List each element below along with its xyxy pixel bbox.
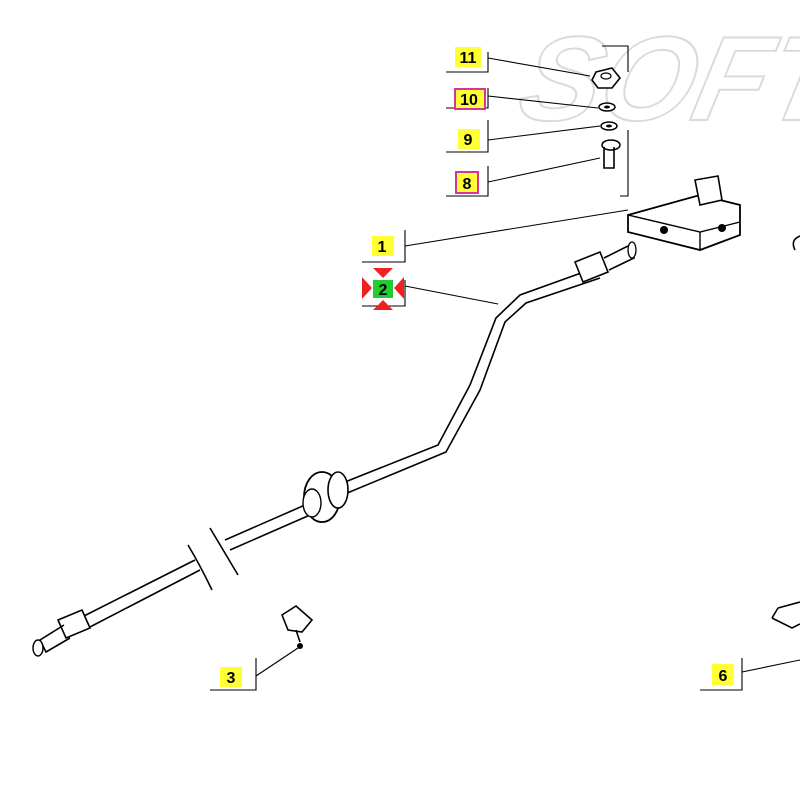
nut-icon[interactable] xyxy=(591,67,622,89)
callout-1-label: 1 xyxy=(378,239,387,256)
watermark-text: SOFT WARE xyxy=(509,11,800,145)
watermark: SOFT WARE xyxy=(508,10,800,146)
callout-11[interactable]: 11 xyxy=(455,47,481,67)
callout-2[interactable]: 2 xyxy=(362,268,404,310)
callout-10-highlight xyxy=(454,88,486,110)
screw-icon[interactable] xyxy=(601,139,621,169)
callout-6[interactable]: 6 xyxy=(712,664,734,685)
rod-lower-end[interactable] xyxy=(32,608,92,657)
callout-10-label: 10 xyxy=(460,92,478,109)
callout-1[interactable]: 1 xyxy=(372,236,394,256)
callout-8-highlight xyxy=(455,171,479,194)
callout-8[interactable]: 8 xyxy=(455,171,479,194)
callout-11-highlight xyxy=(455,47,481,67)
callout-9[interactable]: 9 xyxy=(458,129,480,149)
callout-11-label: 11 xyxy=(460,50,477,67)
washer-icon[interactable] xyxy=(600,121,618,131)
callout-3[interactable]: 3 xyxy=(220,667,242,687)
selection-arrows-icon xyxy=(362,268,404,310)
rod-grommet[interactable] xyxy=(302,471,349,523)
callout-6-highlight xyxy=(712,664,734,685)
callout-8-label: 8 xyxy=(463,176,472,193)
clip-icon[interactable] xyxy=(281,605,314,649)
callout-2-highlight xyxy=(373,280,393,298)
callout-2-label: 2 xyxy=(379,282,388,299)
lock-washer-icon[interactable] xyxy=(598,102,616,112)
rod-upper-fitting[interactable] xyxy=(573,241,637,284)
leaders xyxy=(210,45,800,691)
callout-3-label: 3 xyxy=(227,670,236,687)
mounting-block[interactable] xyxy=(627,175,741,251)
callout-6-label: 6 xyxy=(719,668,728,685)
callout-3-highlight xyxy=(220,667,242,687)
callout-10[interactable]: 10 xyxy=(454,88,486,110)
callout-9-label: 9 xyxy=(464,132,473,149)
callout-9-highlight xyxy=(458,129,480,149)
bracket-icon[interactable] xyxy=(771,235,800,629)
callout-1-highlight xyxy=(372,236,394,256)
rod-assembly[interactable] xyxy=(79,267,601,629)
